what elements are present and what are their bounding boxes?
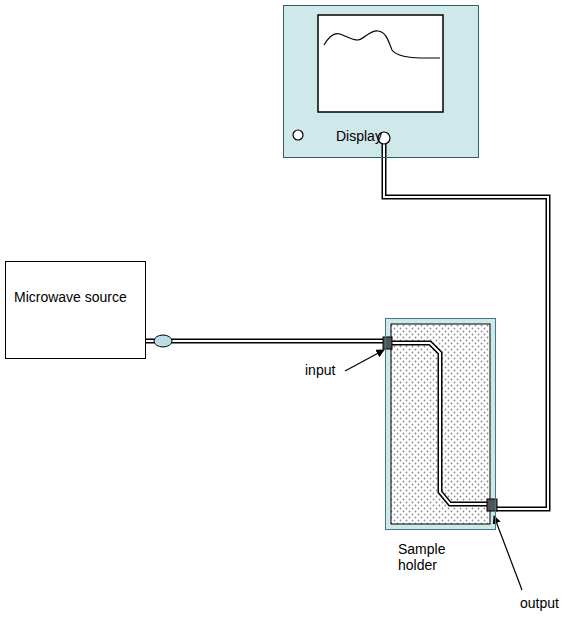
- port-label: output: [520, 595, 559, 611]
- waveform-trace: [324, 31, 440, 58]
- inner-cable-core: [392, 343, 490, 504]
- output-leader: [494, 516, 522, 590]
- display-knob: [293, 130, 303, 140]
- cable-sheath: [384, 158, 548, 509]
- sample-area: [391, 324, 490, 524]
- node-label: Display: [336, 128, 382, 144]
- cable-core: [146, 340, 385, 342]
- node-label: Sample holder: [398, 541, 460, 573]
- display-fill: [283, 5, 479, 158]
- cable-sheath: [146, 339, 385, 344]
- sample-holder: Sample holder: [385, 318, 496, 530]
- source-box: Microwave source: [5, 261, 146, 359]
- coax-cable: [384, 158, 548, 509]
- inner-cable: [392, 343, 490, 504]
- node-label: Microwave source: [14, 289, 127, 305]
- display-box: Display: [283, 5, 479, 158]
- cable-core: [384, 158, 548, 509]
- coax-cable: [146, 341, 385, 342]
- display-screen: [318, 15, 443, 112]
- port-label: input: [305, 362, 335, 378]
- holder-frame: [385, 318, 496, 530]
- source-output-jack: [154, 335, 172, 347]
- input-leader: [345, 350, 384, 371]
